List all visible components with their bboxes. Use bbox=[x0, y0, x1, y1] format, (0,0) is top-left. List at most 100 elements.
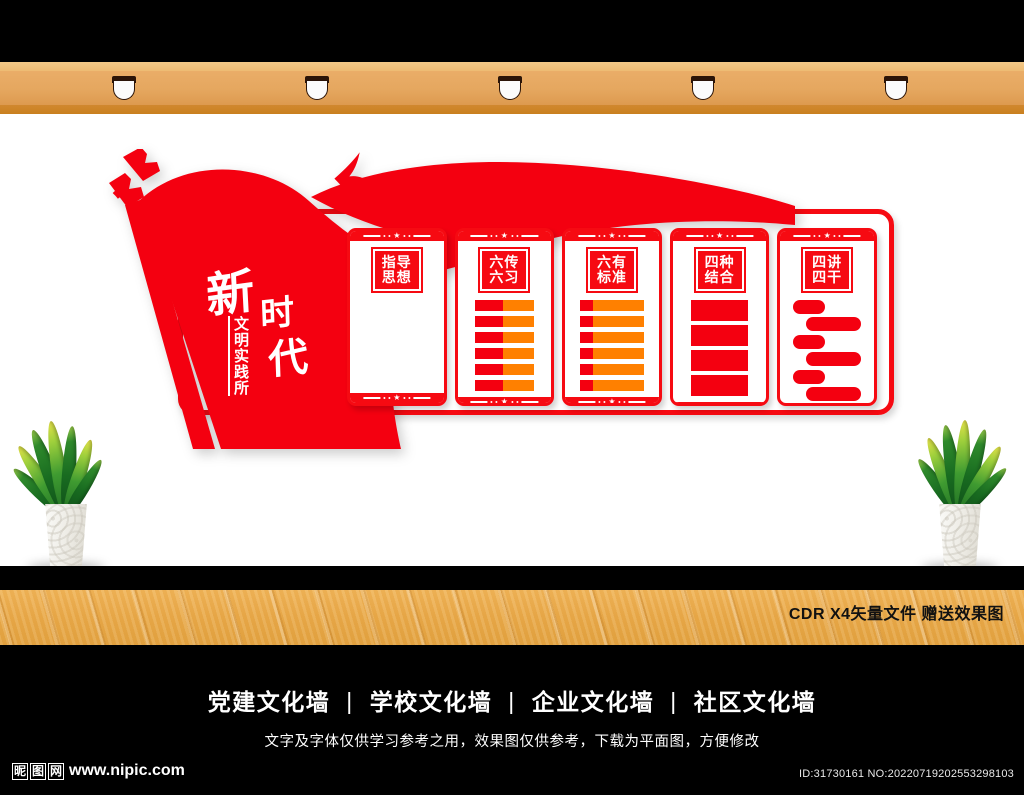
deco-line bbox=[470, 401, 488, 403]
deco-dot bbox=[731, 235, 734, 237]
bar-segment-orange bbox=[502, 348, 534, 359]
bar-segment-red bbox=[474, 300, 503, 311]
card-chip-line: 四种 bbox=[704, 254, 735, 270]
category-label: 党建文化墙 bbox=[207, 689, 331, 715]
card-chip-line: 指导 bbox=[381, 254, 412, 270]
deco-dot bbox=[818, 235, 821, 237]
deco-dot bbox=[388, 397, 391, 399]
deco-dot bbox=[495, 401, 498, 403]
deco-line bbox=[578, 401, 596, 403]
deco-dot bbox=[515, 401, 518, 403]
deco-dot bbox=[510, 401, 513, 403]
logo-char: 昵 bbox=[12, 762, 28, 780]
deco-dot bbox=[623, 401, 626, 403]
deco-dot bbox=[388, 235, 391, 237]
rail-highlight bbox=[0, 62, 1024, 71]
bar-segment-red bbox=[474, 348, 503, 359]
star-icon: ★ bbox=[393, 231, 401, 240]
card-body: 六有标准 bbox=[565, 241, 659, 397]
star-icon: ★ bbox=[500, 397, 508, 406]
plant-left bbox=[6, 420, 126, 573]
solid-block bbox=[690, 375, 749, 396]
card-chip-line: 思想 bbox=[381, 269, 412, 285]
pill-short bbox=[793, 335, 826, 349]
solid-block bbox=[690, 350, 749, 371]
deco-line bbox=[520, 401, 538, 403]
info-card[interactable]: ★指导思想★ bbox=[347, 228, 447, 406]
card-chip-line: 六习 bbox=[489, 269, 520, 285]
pill-pair bbox=[793, 370, 862, 401]
plant-pot bbox=[939, 504, 981, 570]
baseboard-band bbox=[0, 566, 1024, 590]
disclaimer-text: 文字及字体仅供学习参考之用，效果图仅供参考，下载为平面图，方便修改 bbox=[264, 734, 760, 750]
hook-cap bbox=[305, 76, 329, 83]
deco-dot bbox=[623, 235, 626, 237]
pill-long bbox=[805, 352, 862, 366]
two-tone-bar bbox=[579, 316, 645, 327]
card-top-bar: ★ bbox=[350, 231, 444, 241]
bar-segment-red bbox=[474, 332, 503, 343]
bar-segment-red bbox=[579, 348, 593, 359]
deco-dot bbox=[598, 401, 601, 403]
watermark: 昵图网 www.nipic.com bbox=[12, 762, 185, 780]
card-deco: ★ bbox=[685, 232, 754, 240]
card-chip-line: 六传 bbox=[489, 254, 520, 270]
info-card[interactable]: ★ 六有标准 ★ bbox=[562, 228, 662, 406]
card-chip: 四种结合 bbox=[693, 247, 746, 293]
plant-pot bbox=[45, 504, 87, 570]
rail-shadow-edge bbox=[0, 105, 1024, 114]
solid-block bbox=[690, 300, 749, 321]
card-top-bar: ★ bbox=[565, 231, 659, 241]
wall-hook bbox=[884, 76, 908, 100]
info-card[interactable]: ★六传六习★ bbox=[454, 228, 555, 406]
wall-artwork: 新 时 代 文明实践所 ★指导思想★★六传六习★★六有标准★★四种结合★★四讲四… bbox=[0, 114, 1024, 566]
card-body: 六传六习 bbox=[458, 241, 552, 397]
deco-dot bbox=[495, 235, 498, 237]
hook-bowl bbox=[499, 81, 521, 100]
wall-hook bbox=[691, 76, 715, 100]
hook-cap bbox=[884, 76, 908, 83]
hook-bowl bbox=[692, 81, 714, 100]
star-icon: ★ bbox=[608, 397, 616, 406]
bar-segment-red bbox=[579, 300, 593, 311]
wood-rail bbox=[0, 62, 1024, 114]
poster-title: 新 时 代 文明实践所 bbox=[200, 254, 340, 414]
pill-pair bbox=[793, 405, 861, 406]
deco-dot bbox=[408, 397, 411, 399]
deco-line bbox=[520, 235, 538, 237]
category-separator: | bbox=[508, 688, 516, 714]
two-tone-bar bbox=[474, 300, 534, 311]
card-deco: ★ bbox=[470, 232, 538, 240]
card-top-bar: ★ bbox=[672, 231, 767, 241]
card-chip-line: 标准 bbox=[596, 269, 627, 285]
hook-cap bbox=[112, 76, 136, 83]
deco-line bbox=[363, 397, 381, 399]
bar-segment-orange bbox=[592, 380, 645, 391]
bar-segment-orange bbox=[592, 332, 645, 343]
deco-dot bbox=[618, 235, 621, 237]
deco-dot bbox=[838, 235, 841, 237]
card-chip: 指导思想 bbox=[370, 247, 423, 293]
pill-pair bbox=[793, 300, 862, 331]
deco-line bbox=[685, 235, 703, 237]
deco-dot bbox=[710, 235, 713, 237]
logo-char: 网 bbox=[48, 762, 64, 780]
logo-char: 图 bbox=[30, 762, 46, 780]
bar-segment-orange bbox=[502, 380, 534, 391]
bar-segment-orange bbox=[592, 316, 645, 327]
pill-long bbox=[805, 317, 862, 331]
card-deco: ★ bbox=[363, 231, 431, 240]
deco-line bbox=[843, 235, 861, 237]
category-label: 社区文化墙 bbox=[693, 689, 817, 715]
card-top-bar: ★ bbox=[780, 231, 874, 241]
card-chip: 六有标准 bbox=[585, 247, 638, 293]
deco-dot bbox=[833, 235, 836, 237]
category-label: 企业文化墙 bbox=[531, 689, 655, 715]
hook-cap bbox=[691, 76, 715, 83]
block-list bbox=[683, 300, 757, 396]
top-black-band bbox=[0, 0, 1024, 62]
deco-line bbox=[578, 235, 596, 237]
deco-dot bbox=[603, 401, 606, 403]
